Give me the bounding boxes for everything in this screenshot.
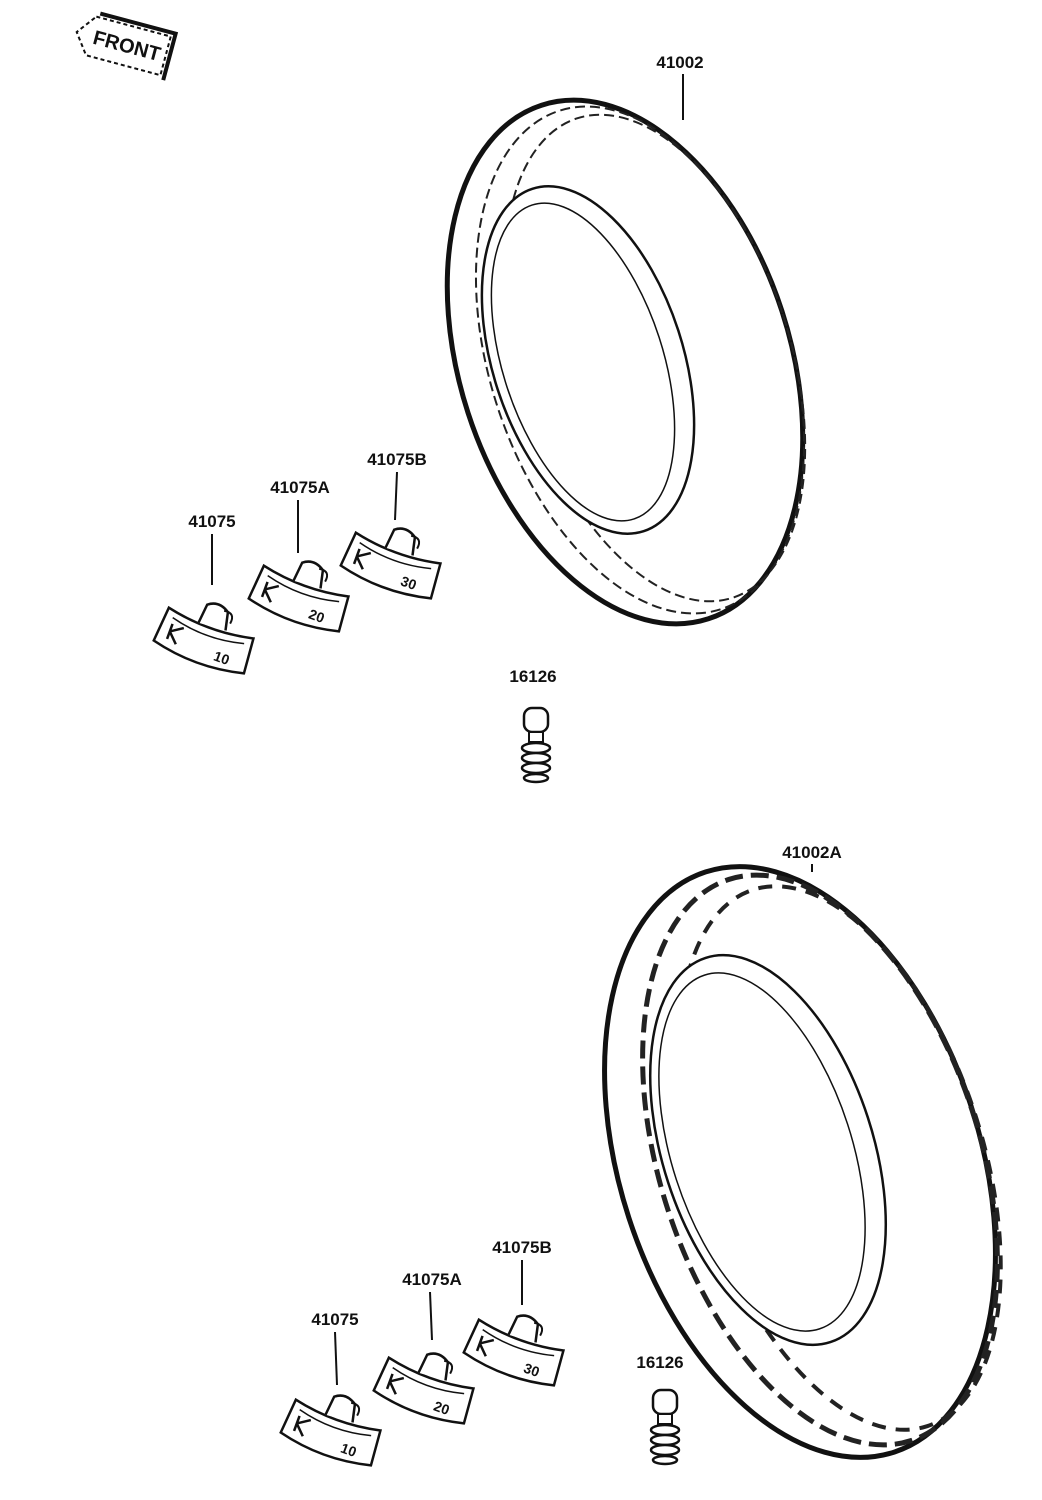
- valve-16126: [649, 1388, 681, 1466]
- part-label-41075: 41075: [188, 512, 235, 531]
- weight-41075: 10: [277, 1378, 392, 1473]
- part-label-41002a: 41002A: [782, 843, 842, 862]
- weight-41075b: 30: [460, 1298, 575, 1393]
- weight-41075: 10: [150, 586, 265, 681]
- part-label-41075a: 41075A: [402, 1270, 462, 1289]
- weight-mark: 10: [212, 648, 232, 668]
- front-arrow-icon: FRONT: [75, 11, 179, 81]
- tire-41002: [444, 97, 807, 627]
- weight-41075a: 20: [245, 544, 360, 639]
- part-label-41075b: 41075B: [492, 1238, 552, 1257]
- weight-mark: 20: [307, 606, 327, 626]
- leader-line: [429, 1291, 433, 1341]
- part-label-41075b: 41075B: [367, 450, 427, 469]
- weight-mark: 30: [399, 573, 419, 593]
- tire-41002a: [602, 864, 1003, 1460]
- weight-mark: 10: [339, 1440, 359, 1460]
- part-label-41075a: 41075A: [270, 478, 330, 497]
- weight-41075a: 20: [370, 1336, 485, 1431]
- valve-16126: [520, 706, 552, 784]
- weight-mark: 30: [522, 1360, 542, 1380]
- weight-41075b: 30: [337, 511, 452, 606]
- part-label-16126: 16126: [636, 1353, 683, 1372]
- part-label-41002: 41002: [656, 53, 703, 72]
- part-label-16126: 16126: [509, 667, 556, 686]
- weight-mark: 20: [432, 1398, 452, 1418]
- leader-line: [394, 471, 398, 521]
- part-label-41075: 41075: [311, 1310, 358, 1329]
- leader-line: [334, 1331, 338, 1386]
